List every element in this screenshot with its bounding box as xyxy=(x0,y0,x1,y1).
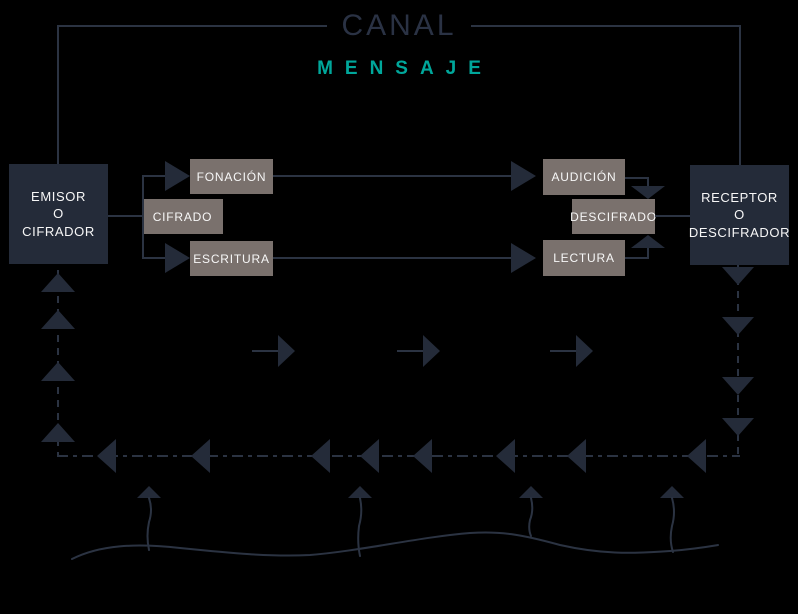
flow-arrow-3-line xyxy=(550,350,578,352)
connector-to-fonacion xyxy=(142,175,166,177)
flow-arrow-1-icon xyxy=(278,335,295,367)
arrow-right-lectura-icon xyxy=(511,243,536,273)
node-descifrado: DESCIFRADO xyxy=(570,199,657,234)
connector-lectura-elbow xyxy=(625,257,649,259)
arrow-down-descifrado-icon xyxy=(631,186,665,199)
node-emisor-line2: O xyxy=(53,206,64,222)
feedback-up-arrow-3-icon xyxy=(41,362,75,381)
node-fonacion: FONACIÓN xyxy=(190,159,273,194)
feedback-up-arrow-4-icon xyxy=(41,423,75,442)
context-stem-2 xyxy=(357,497,363,557)
flow-arrow-1-line xyxy=(252,350,280,352)
connector-escritura-lectura xyxy=(273,257,512,259)
feedback-up-arrow-1-icon xyxy=(41,273,75,292)
feedback-down-arrow-4-icon xyxy=(722,418,754,436)
node-receptor-line3: DESCIFRADOR xyxy=(688,224,791,240)
feedback-left-arrow-3-icon xyxy=(311,439,330,473)
arrow-up-descifrado-icon xyxy=(631,235,665,248)
node-emisor-line3: CIFRADOR xyxy=(22,223,95,239)
mensaje-title-wrap: MENSAJE xyxy=(0,58,798,80)
node-escritura: ESCRITURA xyxy=(190,241,273,276)
node-escritura-label: ESCRITURA xyxy=(193,251,270,266)
feedback-right-dashed-line xyxy=(737,265,739,456)
feedback-up-arrow-2-icon xyxy=(41,310,75,329)
connector-audicion-drop xyxy=(647,177,649,187)
context-up-arrow-2-icon xyxy=(348,486,372,498)
node-lectura: LECTURA xyxy=(543,240,625,276)
feedback-left-arrow-6-icon xyxy=(496,439,515,473)
feedback-down-arrow-1-icon xyxy=(722,267,754,285)
node-receptor-line1: RECEPTOR xyxy=(701,189,778,205)
arrow-right-audicion-icon xyxy=(511,161,536,191)
feedback-down-arrow-2-icon xyxy=(722,317,754,335)
feedback-bottom-line xyxy=(57,455,740,457)
feedback-left-arrow-2-icon xyxy=(191,439,210,473)
feedback-down-arrow-3-icon xyxy=(722,377,754,395)
context-stem-4 xyxy=(669,497,675,553)
node-fonacion-label: FONACIÓN xyxy=(196,169,267,184)
canal-title-wrap: CANAL xyxy=(0,9,798,43)
mensaje-title: MENSAJE xyxy=(317,58,493,79)
feedback-left-arrow-1-icon xyxy=(97,439,116,473)
node-receptor-line2: O xyxy=(734,207,745,223)
canal-left-line xyxy=(57,25,59,165)
node-receptor: RECEPTOR O DESCIFRADOR xyxy=(688,165,791,265)
canal-right-line xyxy=(739,25,741,166)
connector-descifrado-receptor xyxy=(655,215,690,217)
arrow-right-fonacion-icon xyxy=(165,161,190,191)
feedback-left-arrow-8-icon xyxy=(687,439,706,473)
node-cifrado-label: CIFRADO xyxy=(152,209,213,224)
context-stem-1 xyxy=(146,497,152,551)
feedback-left-arrow-7-icon xyxy=(567,439,586,473)
flow-arrow-3-icon xyxy=(576,335,593,367)
node-audicion: AUDICIÓN xyxy=(543,159,625,195)
connector-audicion-elbow xyxy=(625,177,649,179)
connector-to-escritura xyxy=(142,257,166,259)
feedback-left-arrow-5-icon xyxy=(413,439,432,473)
ground-wave-line xyxy=(71,531,719,560)
node-emisor: EMISOR O CIFRADOR xyxy=(9,164,108,264)
node-emisor-line1: EMISOR xyxy=(31,188,86,204)
context-up-arrow-1-icon xyxy=(137,486,161,498)
feedback-left-arrow-4-icon xyxy=(360,439,379,473)
canal-title: CANAL xyxy=(327,9,471,43)
flow-arrow-2-icon xyxy=(423,335,440,367)
context-up-arrow-3-icon xyxy=(519,486,543,498)
node-lectura-label: LECTURA xyxy=(553,251,615,265)
connector-emisor-cifrado xyxy=(108,215,142,217)
context-stem-3 xyxy=(528,497,534,537)
node-descifrado-label: DESCIFRADO xyxy=(570,209,657,224)
connector-cifrado-fork xyxy=(142,175,144,259)
connector-fonacion-audicion xyxy=(273,175,512,177)
flow-arrow-2-line xyxy=(397,350,425,352)
node-cifrado: CIFRADO xyxy=(142,199,223,234)
connector-lectura-rise xyxy=(647,248,649,258)
arrow-right-escritura-icon xyxy=(165,243,190,273)
node-audicion-label: AUDICIÓN xyxy=(551,170,617,184)
context-up-arrow-4-icon xyxy=(660,486,684,498)
